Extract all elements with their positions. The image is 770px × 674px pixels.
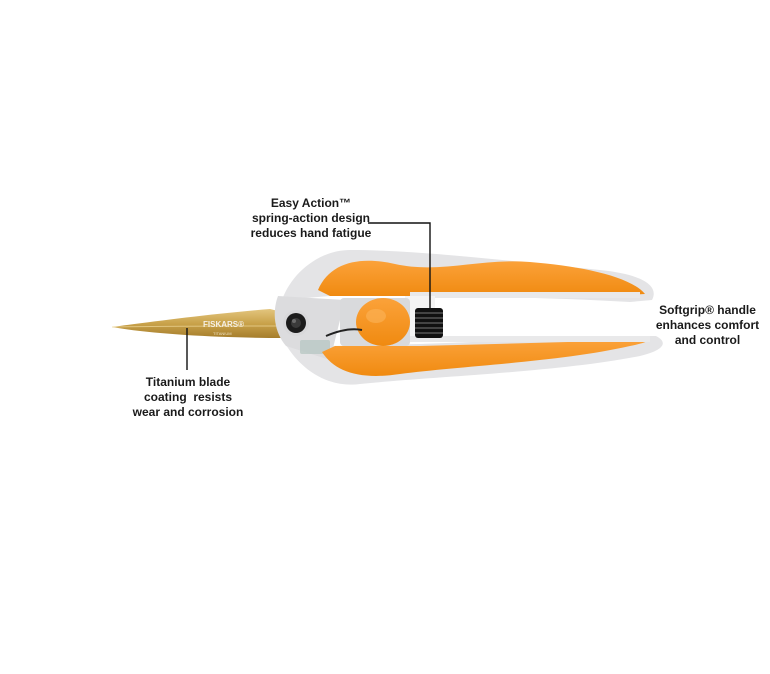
callout-easy-line-2: spring-action design — [251, 211, 370, 225]
callout-easy-line-1: Easy Action™ — [270, 196, 352, 210]
callout-titanium-line-3: wear and corrosion — [132, 405, 244, 419]
callout-softgrip-line-3: and control — [674, 333, 741, 347]
leader-lines — [186, 222, 431, 370]
upper-rail — [410, 292, 640, 298]
blade-subtext: TITANIUM — [213, 331, 232, 336]
callout-softgrip-line-1: Softgrip® handle — [659, 303, 756, 317]
softgrip-handles — [318, 260, 647, 376]
blade: FISKARS® TITANIUM — [111, 309, 286, 338]
callout-titanium-line-1: Titanium blade — [145, 375, 231, 389]
lock-button — [325, 298, 410, 346]
callout-easy-action: Easy Action™ spring-action design reduce… — [236, 196, 386, 241]
lower-rail — [410, 336, 650, 342]
pivot-screw — [283, 310, 309, 336]
spring-icon — [415, 308, 443, 338]
callout-titanium-blade: Titanium blade coating resists wear and … — [118, 375, 258, 420]
callout-softgrip-line-2: enhances comfort — [655, 318, 760, 332]
callout-easy-line-3: reduces hand fatigue — [250, 226, 372, 240]
callout-softgrip-handle: Softgrip® handle enhances comfort and co… — [650, 303, 765, 348]
brand-logo-text: FISKARS® — [203, 320, 244, 329]
callout-titanium-line-2: coating resists — [143, 390, 233, 404]
leader-easy-action — [368, 222, 431, 308]
